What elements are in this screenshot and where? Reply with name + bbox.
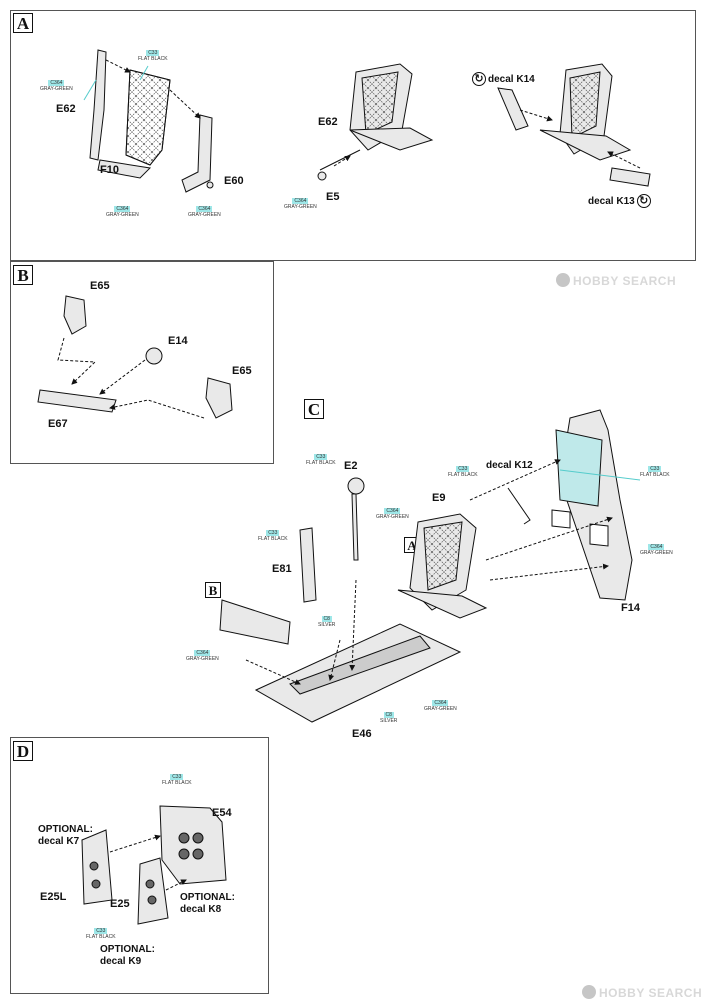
part-e81: E81 <box>272 563 292 575</box>
seat-belt-assembly-b <box>37 295 233 419</box>
watermark-icon <box>582 985 596 999</box>
seat-a2-assembled <box>317 63 434 181</box>
part-f14: F14 <box>621 602 640 614</box>
watermark-logo: HOBBY SEARCH <box>582 985 702 1000</box>
part-f10: F10 <box>100 164 119 176</box>
optional-k9: OPTIONAL: decal K9 <box>100 944 155 967</box>
seat-a3-belts <box>497 63 651 187</box>
section-d-label: D <box>13 741 33 761</box>
part-e54: E54 <box>212 807 232 819</box>
decal-k13-label: decal K13↻ <box>588 194 653 208</box>
part-e25l: E25L <box>40 891 67 903</box>
rotate-arrow-icon: ↻ <box>472 72 486 86</box>
part-e46: E46 <box>352 728 372 740</box>
part-e67: E67 <box>48 418 68 430</box>
part-e14: E14 <box>168 335 188 347</box>
section-b-frame <box>10 261 274 464</box>
decal-k14-label: ↻decal K14 <box>470 72 535 86</box>
part-e62-a2: E62 <box>318 116 338 128</box>
part-e62-a: E62 <box>56 103 76 115</box>
optional-k7: OPTIONAL: decal K7 <box>38 824 93 847</box>
watermark-icon <box>556 273 570 287</box>
part-e65-1: E65 <box>90 280 110 292</box>
section-a-frame <box>10 10 696 261</box>
part-e2: E2 <box>344 460 358 472</box>
decal-k12-label: decal K12 <box>486 460 533 471</box>
cockpit-assembly-c <box>219 409 633 723</box>
part-e65-2: E65 <box>232 365 252 377</box>
section-d-frame <box>10 737 269 994</box>
section-b-label: B <box>13 265 33 285</box>
part-e60: E60 <box>224 175 244 187</box>
part-e25: E25 <box>110 898 130 910</box>
section-c-label: C <box>304 399 324 419</box>
rotate-arrow-icon: ↻ <box>636 194 651 208</box>
section-b-reference: B <box>205 582 221 598</box>
instrument-panels-d <box>81 805 227 925</box>
section-a-label: A <box>13 13 33 33</box>
part-e5: E5 <box>326 191 340 203</box>
seat-a1-exploded <box>89 49 214 193</box>
part-e9: E9 <box>432 492 446 504</box>
optional-k8: OPTIONAL: decal K8 <box>180 892 235 915</box>
watermark-logo: HOBBY SEARCH <box>556 273 676 288</box>
